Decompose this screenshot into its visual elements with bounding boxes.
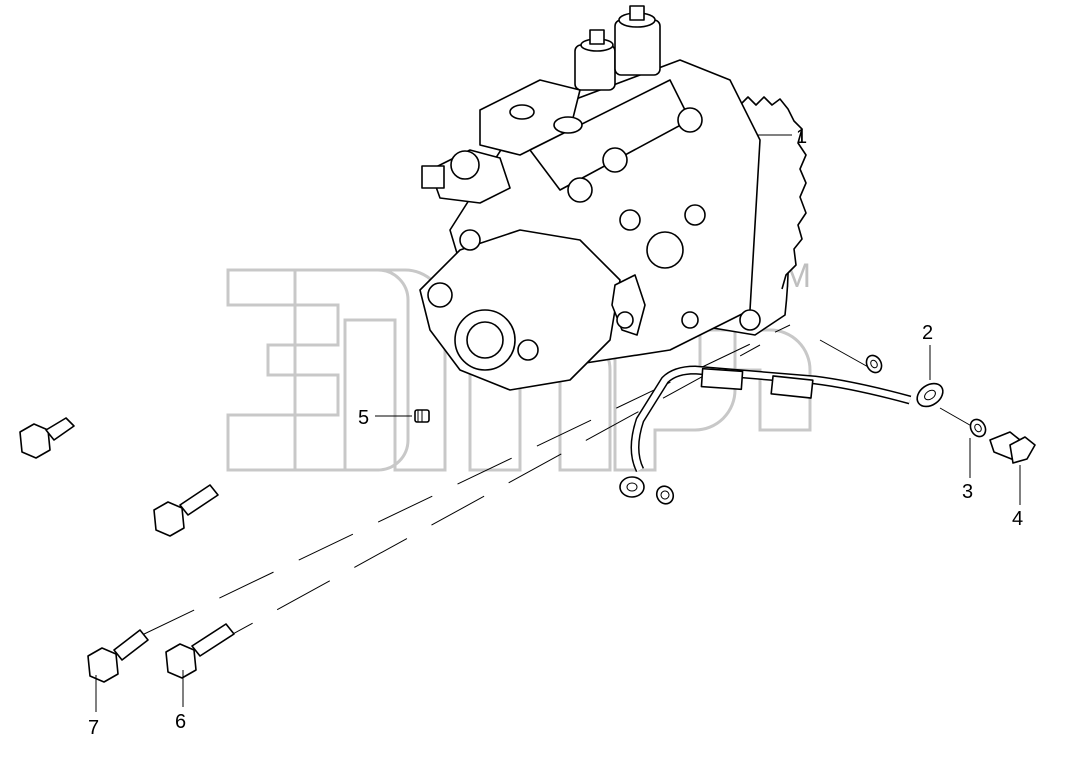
callout-2: 2: [922, 322, 933, 344]
callout-5: 5: [358, 407, 369, 429]
leader-lines: [95, 134, 1021, 712]
plug: [414, 409, 430, 423]
callout-4: 4: [1012, 508, 1023, 530]
callout-3: 3: [962, 481, 973, 503]
callout-6: 6: [175, 711, 186, 733]
bolt-top-left: [19, 417, 75, 459]
bolt-7: [87, 629, 149, 683]
bolt-6: [165, 623, 235, 679]
callout-labels: 1 2 3 4 5 6 7: [88, 126, 1023, 739]
callout-1: 1: [796, 126, 807, 148]
fuel-line-pipe: [619, 365, 944, 498]
fuel-pump-assembly: [419, 5, 807, 391]
callout-7: 7: [88, 717, 99, 739]
banjo-bolt: [989, 431, 1036, 464]
assembly-axis-lines: [139, 324, 976, 653]
sealing-washers: [655, 354, 987, 505]
bolt-middle-left: [153, 484, 219, 537]
